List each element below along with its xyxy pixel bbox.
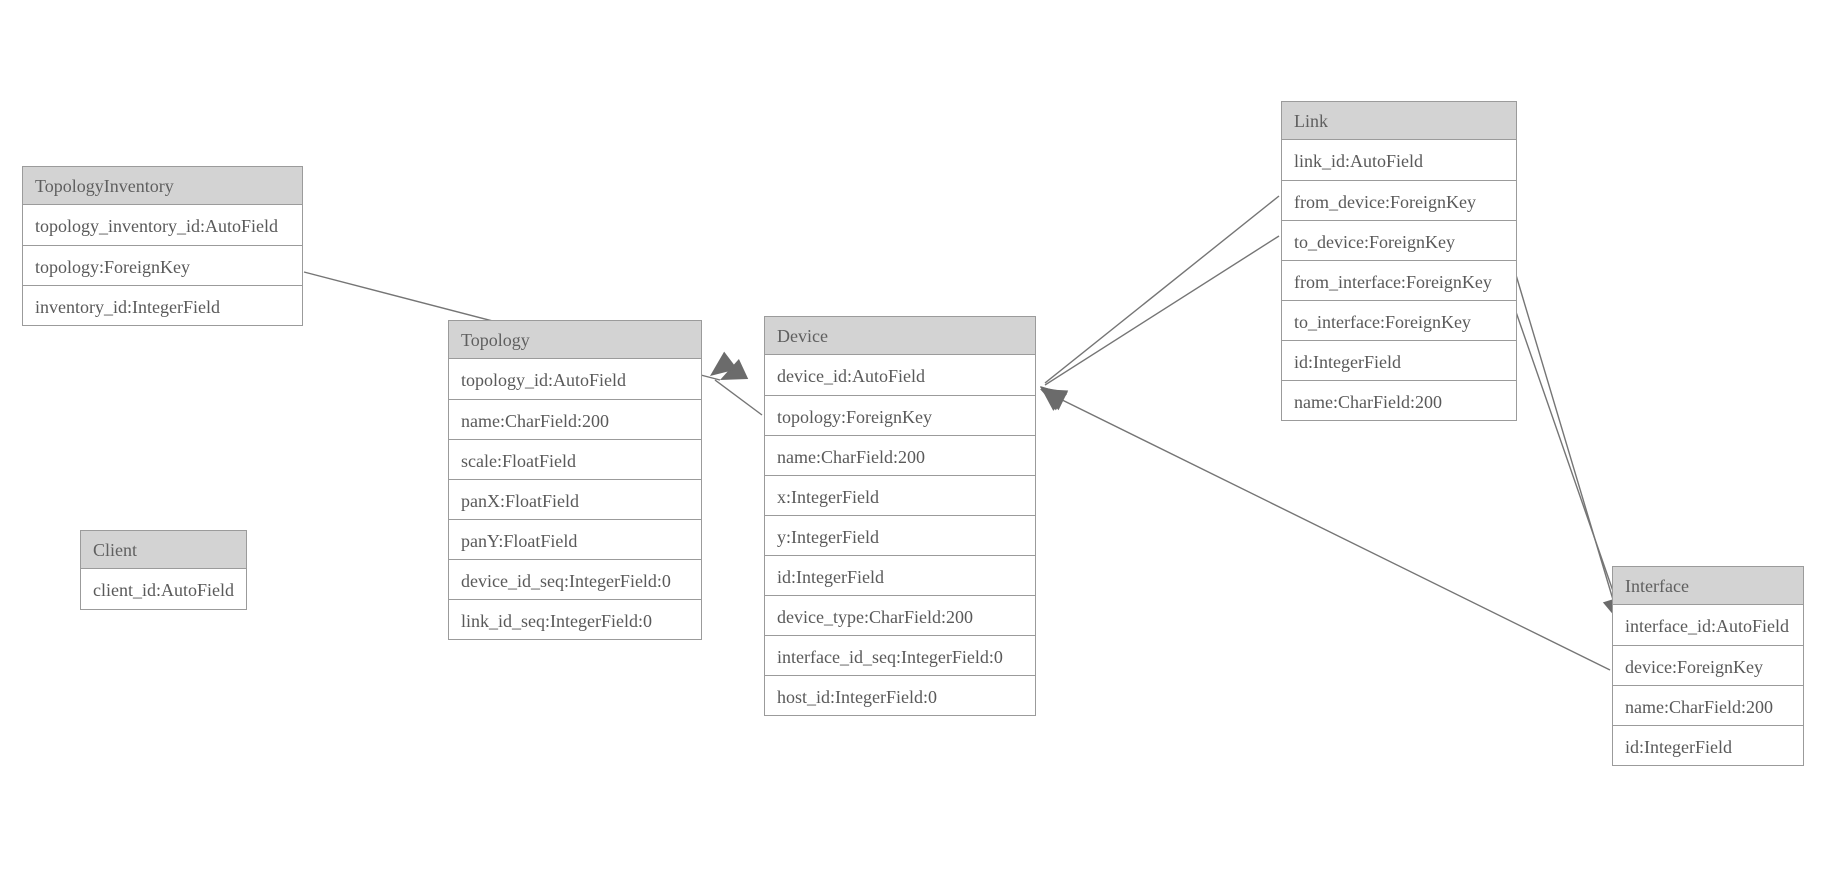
relation-line (1045, 391, 1611, 671)
relation-line (1044, 235, 1280, 386)
entity-title-topology: Topology (449, 321, 701, 359)
entity-field: name:CharField:200 (1282, 380, 1516, 420)
entity-field: topology_id:AutoField (461, 370, 627, 390)
entity-title-topology_inventory: TopologyInventory (23, 167, 302, 205)
entity-field: x:IntegerField (765, 475, 1035, 515)
relation-arrowhead (1040, 389, 1069, 411)
entity-field: id:IntegerField (1282, 340, 1516, 380)
entity-field: topology:ForeignKey (23, 245, 302, 285)
entity-fields-client: client_id:AutoField (81, 569, 246, 609)
relation-line (1044, 195, 1280, 384)
entity-field: name:CharField:200 (1613, 685, 1803, 725)
entity-field: topology:ForeignKey (765, 395, 1035, 435)
entity-box-client[interactable]: Client client_id:AutoField (80, 530, 247, 610)
entity-title-link: Link (1282, 102, 1516, 140)
entity-box-link[interactable]: Link link_id:AutoField from_device:Foreign… (1281, 101, 1517, 421)
entity-field: client_id:AutoField (93, 580, 234, 600)
entity-box-topology[interactable]: Topology topology_id:AutoField name:CharFi… (448, 320, 702, 640)
entity-fields-topology_inventory: topology_inventory_id:AutoField topology:… (23, 205, 302, 325)
relation-interface-device (1040, 389, 1611, 671)
entity-field: link_id_seq:IntegerField:0 (449, 599, 701, 639)
entity-field: name:CharField:200 (765, 435, 1035, 475)
entity-field: panX:FloatField (449, 479, 701, 519)
entity-field: y:IntegerField (765, 515, 1035, 555)
relation-link-from_device (1040, 195, 1280, 411)
entity-field: interface_id_seq:IntegerField:0 (765, 635, 1035, 675)
entity-field: device_id_seq:IntegerField:0 (449, 559, 701, 599)
entity-box-device[interactable]: Device device_id:AutoField topology:Foreig… (764, 316, 1036, 716)
entity-field: link_id:AutoField (1294, 151, 1424, 171)
entity-field: device_id:AutoField (777, 366, 925, 386)
relation-line (714, 379, 763, 416)
entity-field: name:CharField:200 (449, 399, 701, 439)
entity-box-interface[interactable]: Interface interface_id:AutoField device:Fo… (1612, 566, 1804, 766)
entity-field: id:IntegerField (765, 555, 1035, 595)
entity-field: from_device:ForeignKey (1282, 180, 1516, 220)
relation-arrowhead (710, 351, 738, 376)
relation-device-topology (710, 351, 763, 416)
relation-link-to_device (1040, 235, 1280, 411)
entity-field: id:IntegerField (1613, 725, 1803, 765)
entity-field: inventory_id:IntegerField (23, 285, 302, 325)
relation-arrowhead (1040, 387, 1068, 411)
entity-title-client: Client (81, 531, 246, 569)
entity-field: to_interface:ForeignKey (1282, 300, 1516, 340)
entity-field: device:ForeignKey (1613, 645, 1803, 685)
entity-field: interface_id:AutoField (1625, 616, 1789, 636)
entity-field: panY:FloatField (449, 519, 701, 559)
entity-field: from_interface:ForeignKey (1282, 260, 1516, 300)
relation-line (1515, 274, 1618, 614)
relation-arrowhead (1040, 386, 1068, 411)
entity-field: topology_inventory_id:AutoField (35, 216, 278, 236)
entity-field: host_id:IntegerField:0 (765, 675, 1035, 715)
entity-title-device: Device (765, 317, 1035, 355)
relation-arrowhead (720, 359, 749, 380)
relation-line (1515, 311, 1623, 618)
entity-field: device_type:CharField:200 (765, 595, 1035, 635)
entity-field: scale:FloatField (449, 439, 701, 479)
entity-field: to_device:ForeignKey (1282, 220, 1516, 260)
entity-title-interface: Interface (1613, 567, 1803, 605)
